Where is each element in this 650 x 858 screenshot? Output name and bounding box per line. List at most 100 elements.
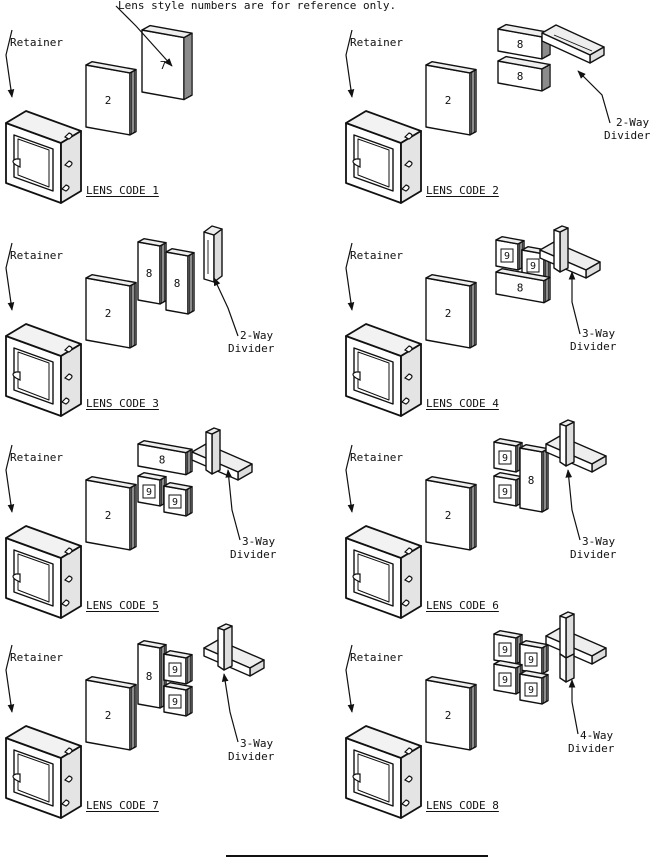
lens-code-caption: LENS CODE 5 bbox=[86, 599, 159, 612]
lens-stack-7: 7 bbox=[141, 24, 193, 101]
lens-number: 7 bbox=[160, 59, 167, 72]
divider-piece bbox=[191, 427, 253, 481]
center-lens: 2 bbox=[85, 476, 137, 551]
lens-piece: 9 bbox=[163, 482, 193, 517]
retainer bbox=[5, 525, 82, 619]
lens-number: 8 bbox=[517, 281, 524, 294]
lens-piece: 9 bbox=[493, 629, 523, 665]
lens-number: 9 bbox=[530, 261, 536, 272]
retainer bbox=[345, 323, 422, 417]
retainer bbox=[5, 323, 82, 417]
divider-piece bbox=[203, 623, 265, 677]
lens-number: 9 bbox=[502, 675, 508, 686]
center-lens: 2 bbox=[425, 274, 477, 349]
divider-label: Divider bbox=[570, 548, 617, 561]
retainer bbox=[345, 110, 422, 204]
reference-note: Lens style numbers are for reference onl… bbox=[118, 0, 397, 12]
divider-label: 3-Way bbox=[582, 327, 616, 340]
lens-number: 8 bbox=[159, 453, 166, 466]
lens-number: 9 bbox=[502, 645, 508, 656]
divider-label: Divider bbox=[568, 742, 615, 755]
lens-piece: 9 bbox=[493, 472, 523, 507]
retainer-arrow bbox=[5, 29, 15, 98]
retainer bbox=[5, 725, 82, 819]
retainer-frame bbox=[5, 110, 82, 204]
divider-arrow bbox=[225, 469, 241, 541]
divider-label: 2-Way bbox=[240, 329, 274, 342]
lens-stack-wide: 8 bbox=[137, 440, 193, 476]
lens-code-panel-3: 2 8 8 bbox=[5, 225, 239, 417]
lens-number: 8 bbox=[146, 267, 153, 280]
divider-label: 3-Way bbox=[240, 737, 274, 750]
retainer-arrow bbox=[345, 444, 355, 513]
retainer-label: Retainer bbox=[350, 249, 403, 262]
retainer-arrow bbox=[345, 242, 355, 311]
retainer-frame bbox=[345, 725, 422, 819]
lens-code-caption: LENS CODE 7 bbox=[86, 799, 159, 812]
lens-number: 8 bbox=[517, 70, 524, 83]
lens-stack-wide: 8 bbox=[495, 268, 551, 304]
lens-piece: 9 bbox=[519, 670, 549, 705]
lens-number: 8 bbox=[146, 670, 153, 683]
divider-label: Divider bbox=[570, 340, 617, 353]
retainer-label: Retainer bbox=[10, 651, 63, 664]
lens-code-caption: LENS CODE 3 bbox=[86, 397, 159, 410]
lens-number: 2 bbox=[445, 307, 452, 320]
divider-piece bbox=[545, 419, 607, 473]
lens-number: 9 bbox=[172, 497, 178, 508]
retainer-frame bbox=[5, 725, 82, 819]
divider-label: Divider bbox=[230, 548, 277, 561]
lens-number: 9 bbox=[528, 685, 534, 696]
divider-label: 3-Way bbox=[242, 535, 276, 548]
lens-number: 2 bbox=[445, 709, 452, 722]
lens-number: 9 bbox=[146, 487, 152, 498]
lens-stack-right: 8 bbox=[165, 247, 195, 315]
retainer-label: Retainer bbox=[350, 36, 403, 49]
lens-piece: 9 bbox=[493, 660, 523, 695]
divider-arrow bbox=[568, 271, 581, 335]
divider-piece bbox=[203, 225, 223, 283]
retainer-frame bbox=[5, 323, 82, 417]
lens-number: 2 bbox=[105, 509, 112, 522]
lens-piece: 9 bbox=[493, 438, 523, 473]
note-arrow bbox=[115, 5, 173, 67]
bottom-rule bbox=[226, 855, 488, 857]
lens-number: 9 bbox=[502, 453, 508, 464]
divider-label: Divider bbox=[228, 342, 275, 355]
retainer bbox=[345, 525, 422, 619]
retainer-frame bbox=[345, 525, 422, 619]
lens-stack-left: 8 bbox=[137, 238, 167, 305]
retainer-arrow bbox=[5, 644, 15, 713]
lens-number: 8 bbox=[517, 38, 524, 51]
lens-number: 2 bbox=[445, 94, 452, 107]
lens-number: 8 bbox=[174, 277, 181, 290]
lens-code-caption: LENS CODE 8 bbox=[426, 799, 499, 812]
lens-number: 9 bbox=[172, 697, 178, 708]
lens-code-panel-1: 27 bbox=[5, 24, 193, 204]
retainer-arrow bbox=[5, 444, 15, 513]
divider-label: Divider bbox=[228, 750, 275, 763]
lens-number: 2 bbox=[105, 307, 112, 320]
center-lens: 2 bbox=[85, 274, 137, 349]
divider-piece bbox=[545, 611, 607, 683]
divider-arrow bbox=[565, 469, 581, 541]
lens-piece: 9 bbox=[519, 640, 549, 675]
retainer-label: Retainer bbox=[350, 651, 403, 664]
lens-code-caption: LENS CODE 1 bbox=[86, 184, 159, 197]
lens-number: 8 bbox=[528, 474, 535, 487]
retainer-label: Retainer bbox=[10, 36, 63, 49]
lens-number: 2 bbox=[105, 709, 112, 722]
lens-stack-tall: 8 bbox=[519, 443, 549, 513]
lens-piece: 9 bbox=[163, 649, 193, 685]
center-lens: 2 bbox=[85, 61, 137, 136]
divider-label: 2-Way bbox=[616, 116, 650, 129]
retainer-arrow bbox=[5, 242, 15, 311]
divider-arrow bbox=[213, 277, 239, 337]
lens-code-caption: LENS CODE 2 bbox=[426, 184, 499, 197]
